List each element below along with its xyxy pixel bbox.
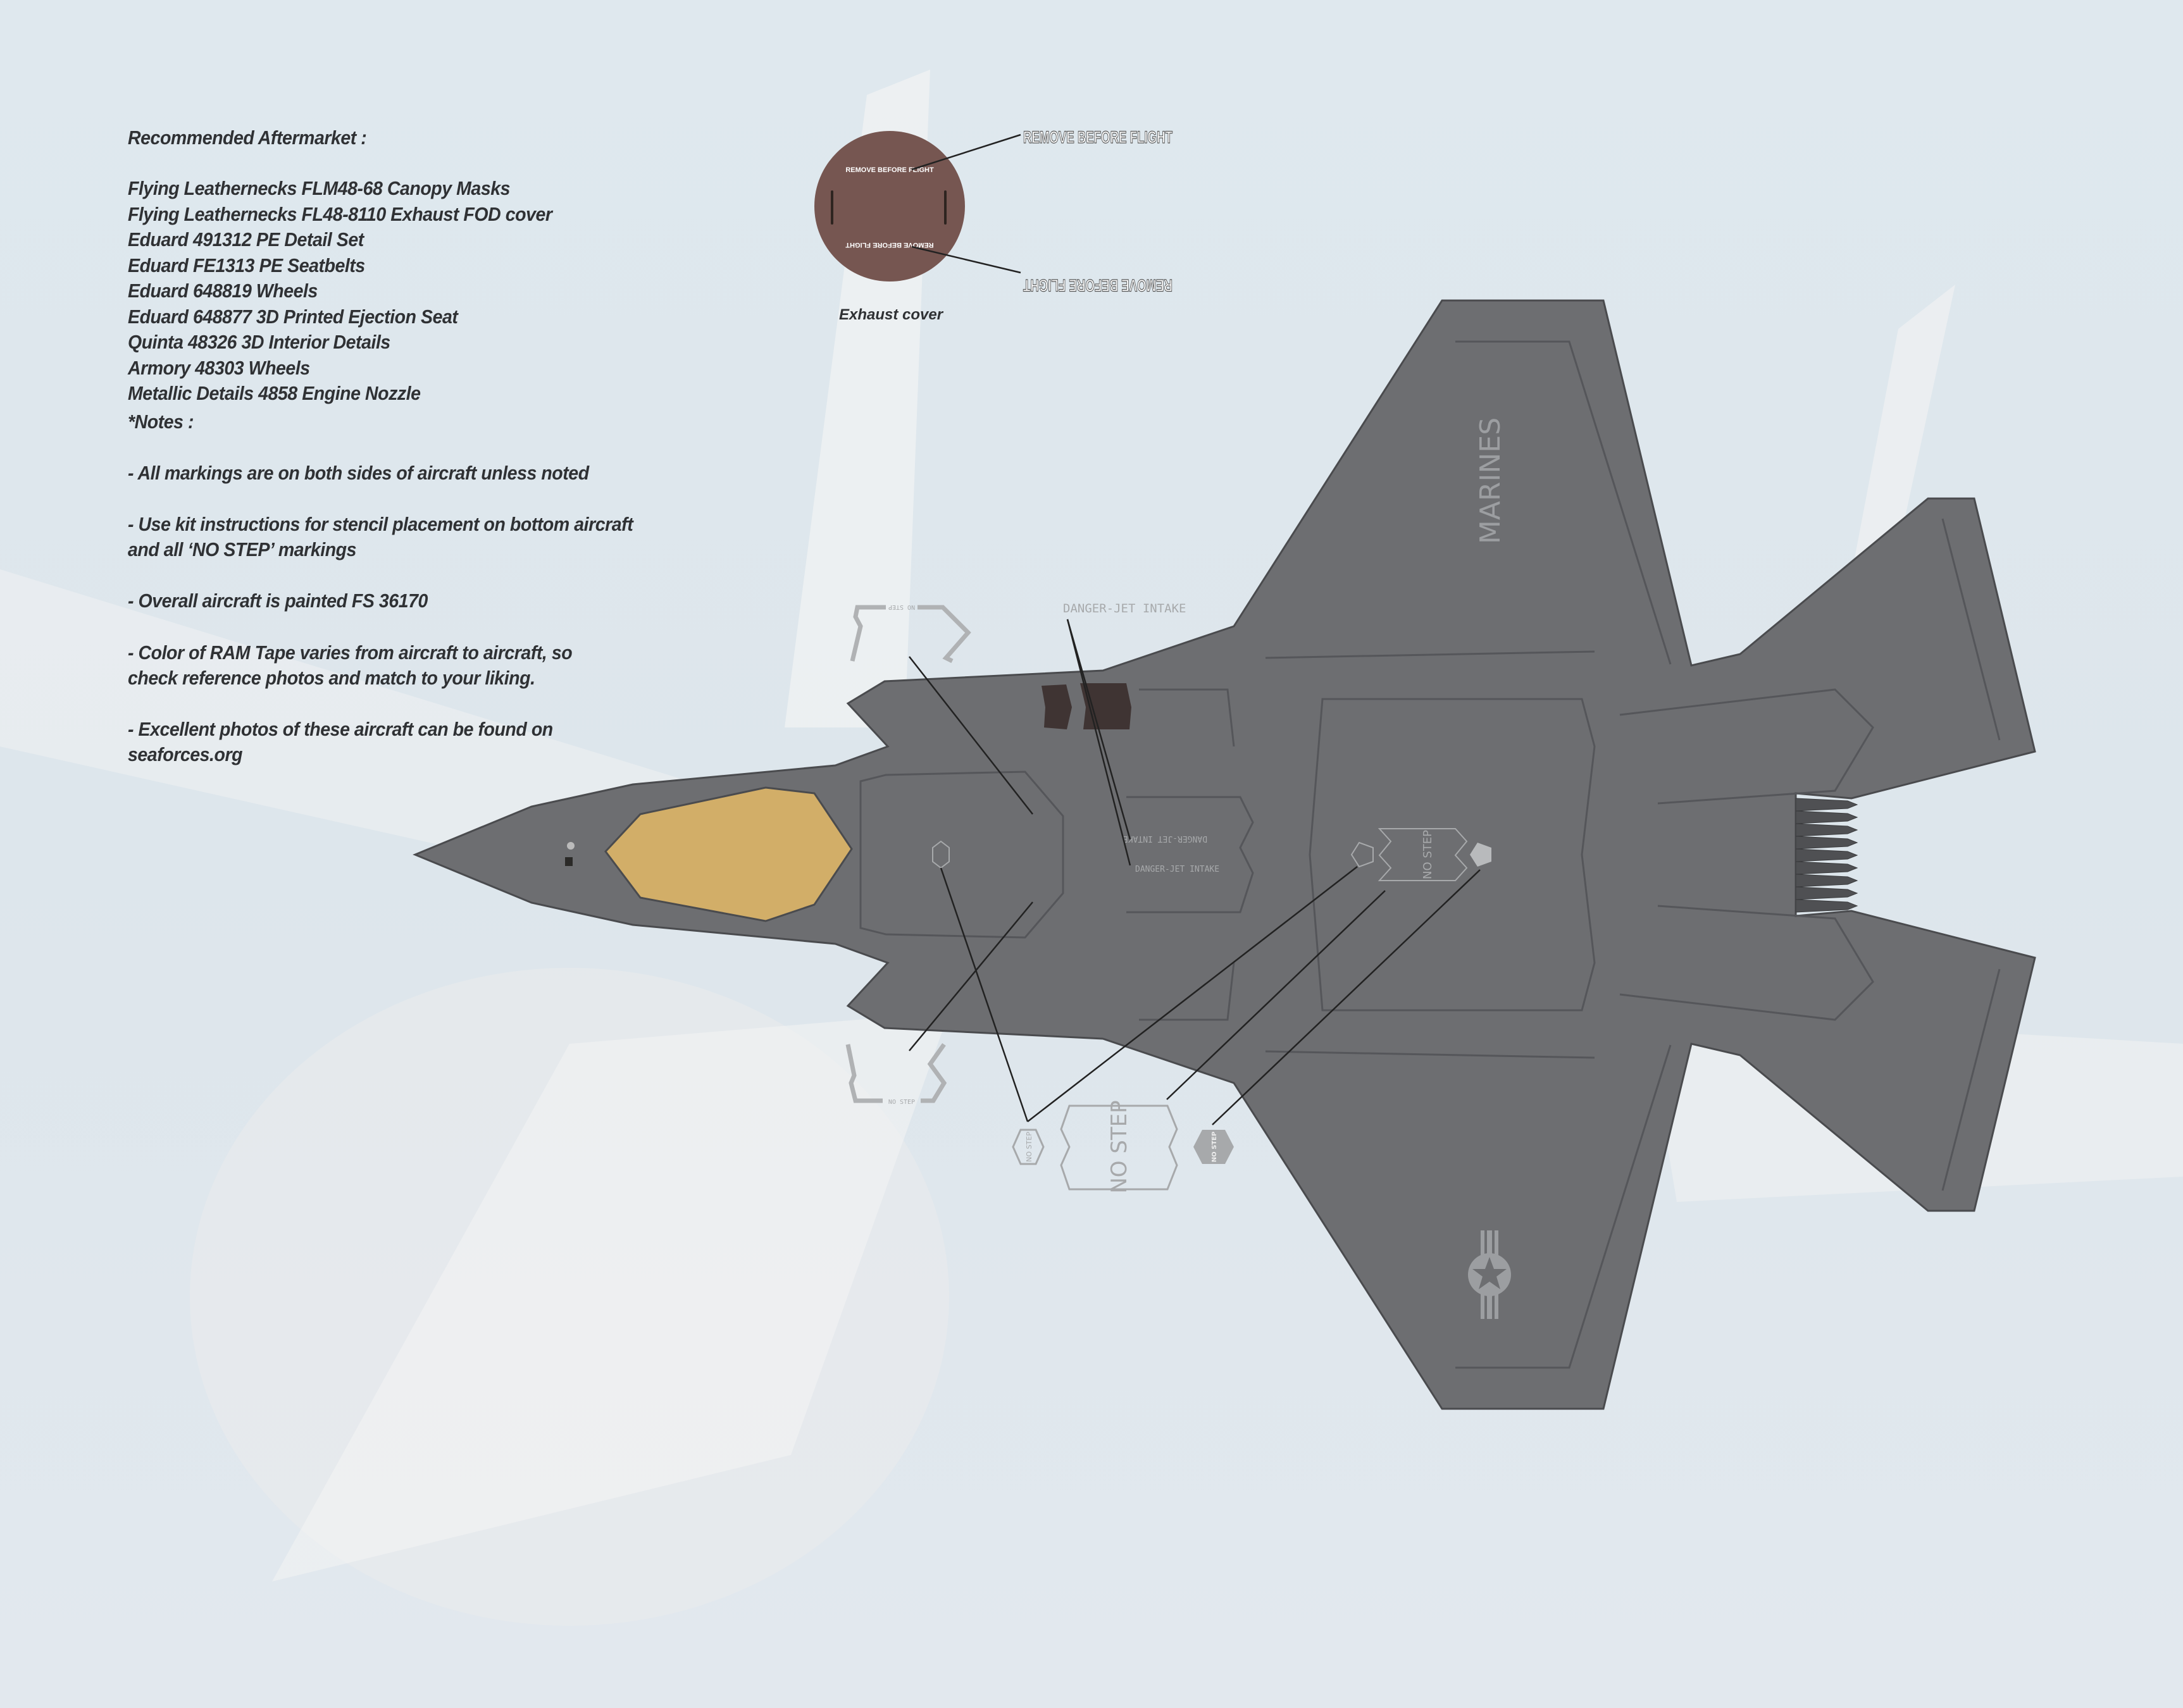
ram-tape <box>1042 684 1072 729</box>
aftermarket-item: Eduard 648819 Wheels <box>128 280 318 302</box>
note-line: - Excellent photos of these aircraft can… <box>128 718 553 740</box>
no-step-bracket-label: NO STEP <box>888 1099 915 1106</box>
pitot-light <box>567 842 575 850</box>
no-step-large-callout <box>1060 1105 1178 1191</box>
no-step-hex <box>1350 841 1374 868</box>
no-step-filled-text: NO STEP <box>1211 1132 1218 1163</box>
exhaust-cover-disc <box>814 131 965 282</box>
stencil-callouts: DANGER-JET INTAKE NO STEP NO STEP NO STE… <box>845 602 1481 1194</box>
engine-nozzle <box>1795 798 1858 913</box>
danger-intake-stencil: DANGER-JET INTAKE <box>1123 834 1207 843</box>
panel-line <box>1309 698 1596 1012</box>
no-step-bracket-top-right <box>917 605 971 664</box>
exhaust-cover-label: Exhaust cover <box>839 306 943 323</box>
nozzle-petal <box>1795 798 1858 812</box>
panel-line <box>1619 688 1874 1021</box>
aircraft-top-view: MARINES DANGER-JET INTAKE DANGER-JET INT… <box>413 299 2036 1410</box>
nozzle-petal <box>1795 861 1858 875</box>
no-step-large-text: NO STEP <box>1107 1100 1132 1193</box>
sensor-window <box>565 857 573 866</box>
aftermarket-item: Eduard FE1313 PE Seatbelts <box>128 254 365 276</box>
no-step-bracket-bottom-right <box>921 1043 947 1103</box>
danger-intake-stencil: DANGER-JET INTAKE <box>1135 865 1219 874</box>
no-step-bracket-top-left <box>850 605 886 662</box>
nozzle-petal <box>1795 823 1858 837</box>
leader-line <box>911 245 1021 274</box>
panel-line <box>1265 650 1595 1059</box>
national-insignia <box>1468 1230 1511 1319</box>
no-step-bracket-bottom-left <box>845 1044 883 1103</box>
canopy <box>604 786 853 922</box>
exhaust-stencil-top: REMOVE BEFORE FLIGHT <box>845 166 934 174</box>
aftermarket-item: Eduard 648877 3D Printed Ejection Seat <box>128 305 458 328</box>
panel-line <box>1455 340 1672 1369</box>
nozzle-petal <box>1795 874 1858 888</box>
note-line: - All markings are on both sides of airc… <box>128 462 589 484</box>
exhaust-stencil-bottom: REMOVE BEFORE FLIGHT <box>845 241 934 249</box>
aftermarket-heading: Recommended Aftermarket : <box>128 127 367 149</box>
no-step-hex-callout <box>1012 1129 1045 1165</box>
bg-nose <box>272 1012 949 1581</box>
no-step-hex-filled <box>1470 843 1491 867</box>
exhaust-cover: REMOVE BEFORE FLIGHT REMOVE BEFORE FLIGH… <box>814 127 1173 295</box>
aftermarket-item: Eduard 491312 PE Detail Set <box>128 228 364 251</box>
aftermarket-item: Flying Leathernecks FLM48-68 Canopy Mask… <box>128 177 511 199</box>
nozzle-petal <box>1795 848 1858 862</box>
leader-lines <box>909 619 1481 1125</box>
note-line: - Color of RAM Tape varies from aircraft… <box>128 641 573 664</box>
danger-intake-callout: DANGER-JET INTAKE <box>1063 602 1186 616</box>
nozzle-petal <box>1795 899 1858 913</box>
note-line: check reference photos and match to your… <box>128 667 535 689</box>
no-step-bracket-label: NO STEP <box>888 603 915 610</box>
nozzle-petal <box>1795 836 1858 850</box>
remove-before-flight-decal: REMOVE BEFORE FLIGHT <box>1023 128 1172 147</box>
aftermarket-item: Flying Leathernecks FL48-8110 Exhaust FO… <box>128 202 552 225</box>
exhaust-slot-right <box>944 190 947 225</box>
aftermarket-item: Quinta 48326 3D Interior Details <box>128 331 390 353</box>
notes-heading: *Notes : <box>128 411 194 433</box>
note-line: - Use kit instructions for stencil place… <box>128 513 633 535</box>
remove-before-flight-decal-inverted: REMOVE BEFORE FLIGHT <box>1023 276 1172 295</box>
panel-line <box>859 770 1064 939</box>
aftermarket-item: Armory 48303 Wheels <box>128 356 310 379</box>
exhaust-slot-left <box>831 190 833 225</box>
panel-lines <box>859 340 2001 1369</box>
panel-line <box>1126 796 1254 913</box>
no-step-area <box>1378 828 1468 881</box>
nozzle-petal <box>1795 810 1858 824</box>
nozzle-petal <box>1795 886 1858 900</box>
marines-marking: MARINES <box>1474 418 1507 544</box>
no-step-filled-callout <box>1193 1130 1234 1164</box>
no-step-stencil: NO STEP <box>1421 830 1434 879</box>
note-line: seaforces.org <box>128 743 243 765</box>
leader-line <box>911 133 1021 171</box>
no-step-hex-text: NO STEP <box>1025 1132 1033 1162</box>
aftermarket-item: Metallic Details 4858 Engine Nozzle <box>128 382 421 404</box>
note-line: - Overall aircraft is painted FS 36170 <box>128 590 428 612</box>
panel-line <box>1139 688 1235 1021</box>
panel-line <box>1941 518 2001 1191</box>
note-line: and all ‘NO STEP’ markings <box>128 538 357 560</box>
